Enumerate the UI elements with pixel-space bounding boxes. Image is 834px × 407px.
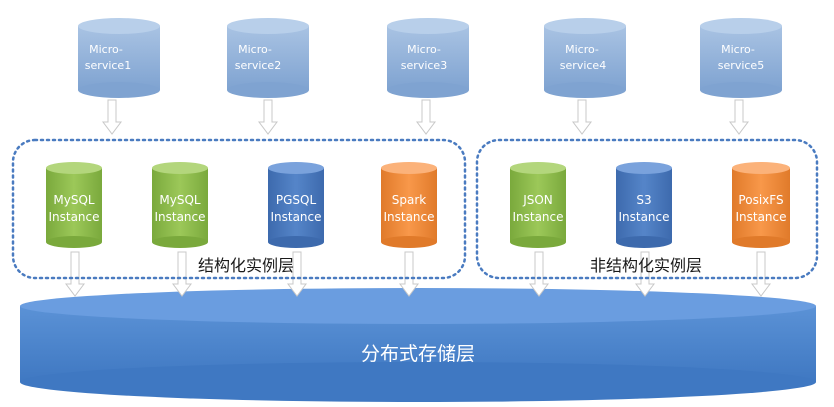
arrow-down-icon — [635, 251, 655, 297]
instance-label-line1: MySQL — [53, 193, 95, 207]
unstructured-instance-group — [475, 138, 819, 280]
instance-label-line1: MySQL — [159, 193, 201, 207]
microservice-1: Micro- service1 — [78, 18, 160, 98]
structured-layer-label: 结构化实例层 — [198, 256, 294, 275]
arrow-down-icon — [287, 251, 307, 297]
unstructured-layer-label: 非结构化实例层 — [590, 256, 702, 275]
arrow-down-icon — [65, 251, 85, 297]
microservice-label-line2: service3 — [401, 59, 447, 72]
microservice-label-line2: service2 — [235, 59, 281, 72]
instance-label-line2: Instance — [154, 210, 205, 224]
arrow-down-icon — [529, 251, 549, 297]
storage-layer-label: 分布式存储层 — [361, 343, 475, 365]
storage-layer: 分布式存储层 — [20, 288, 816, 402]
arrow-down-icon — [416, 99, 436, 135]
instance-json: JSON Instance — [510, 162, 566, 248]
service-to-instance-arrows — [102, 99, 749, 135]
instance-label-line2: Instance — [383, 210, 434, 224]
arrow-down-icon — [172, 251, 192, 297]
microservice-label-line1: Micro- — [407, 43, 441, 56]
instance-to-storage-arrows — [65, 251, 771, 297]
instance-label-line1: PGSQL — [276, 193, 317, 207]
arrow-down-icon — [258, 99, 278, 135]
instance-spark: Spark Instance — [381, 162, 437, 248]
instance-label-line1: S3 — [636, 193, 651, 207]
microservice-5: Micro- service5 — [700, 18, 782, 98]
arrow-down-icon — [751, 251, 771, 297]
microservice-label-line2: service5 — [718, 59, 764, 72]
arrow-down-icon — [729, 99, 749, 135]
microservice-label-line1: Micro- — [238, 43, 272, 56]
instance-label-line2: Instance — [512, 210, 563, 224]
instance-label-line2: Instance — [48, 210, 99, 224]
microservice-label-line2: service1 — [85, 59, 131, 72]
instance-label-line1: JSON — [522, 193, 553, 207]
microservice-4: Micro- service4 — [544, 18, 626, 98]
instance-label-line2: Instance — [735, 210, 786, 224]
microservice-3: Micro- service3 — [387, 18, 469, 98]
instance-label-line2: Instance — [618, 210, 669, 224]
microservice-label-line1: Micro- — [89, 43, 123, 56]
instance-mysql-1: MySQL Instance — [46, 162, 102, 248]
microservice-label-line2: service4 — [560, 59, 606, 72]
instance-pgsql: PGSQL Instance — [268, 162, 324, 248]
arrow-down-icon — [572, 99, 592, 135]
instance-label-line1: PosixFS — [738, 193, 783, 207]
microservice-label-line1: Micro- — [721, 43, 755, 56]
instance-posixfs: PosixFS Instance — [732, 162, 790, 248]
structured-instance-group — [11, 138, 467, 280]
instance-s3: S3 Instance — [616, 162, 672, 248]
microservice-2: Micro- service2 — [227, 18, 309, 98]
instance-mysql-2: MySQL Instance — [152, 162, 208, 248]
arrow-down-icon — [399, 251, 419, 297]
instance-label-line1: Spark — [392, 193, 427, 207]
microservice-label-line1: Micro- — [565, 43, 599, 56]
instance-label-line2: Instance — [270, 210, 321, 224]
arrow-down-icon — [102, 99, 122, 135]
